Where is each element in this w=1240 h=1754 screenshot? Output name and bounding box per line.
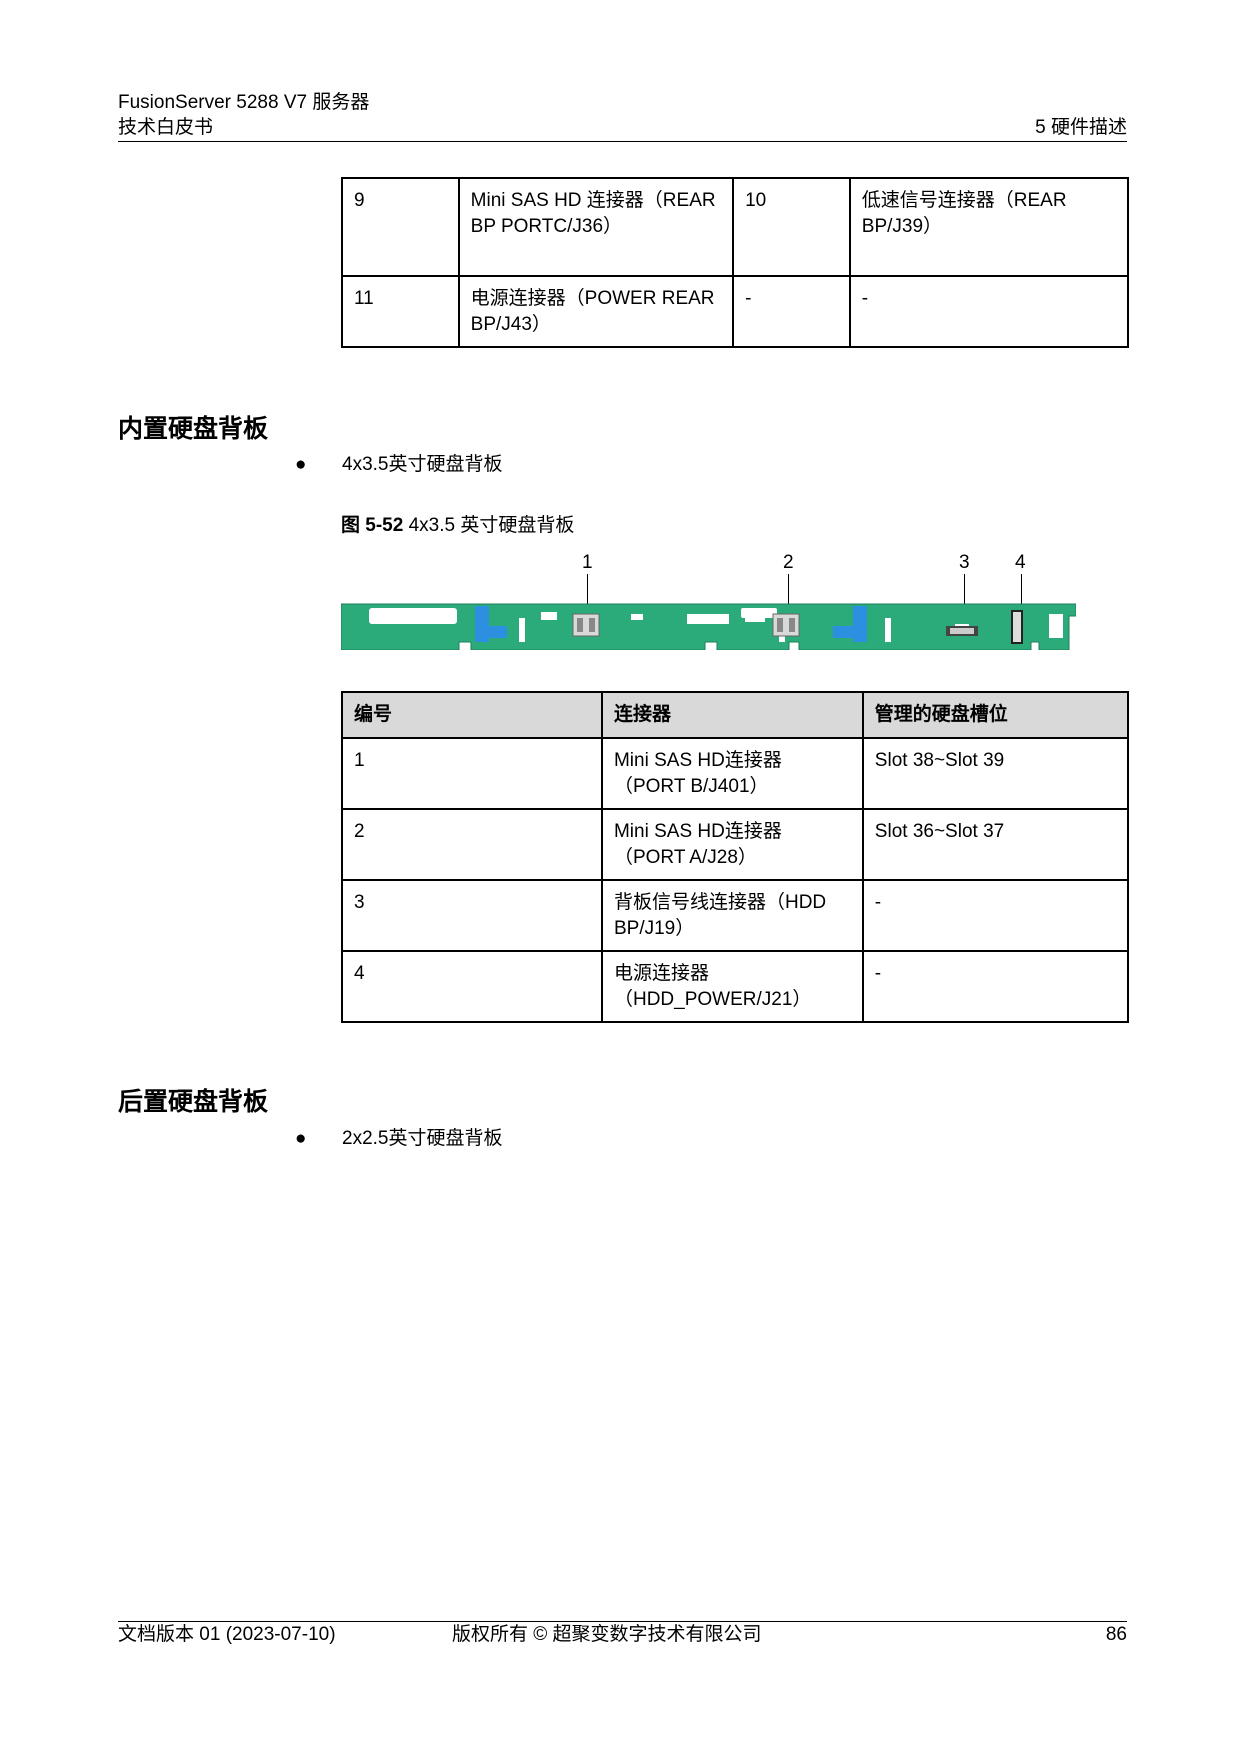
doc-type: 技术白皮书 [118, 117, 214, 138]
table-cell: 4 [341, 950, 603, 1023]
page-header-left: FusionServer 5288 V7 服务器 技术白皮书 [118, 90, 369, 140]
table-header-row: 编号 连接器 管理的硬盘槽位 [341, 691, 1130, 739]
table-row: 4 电源连接器（HDD_POWER/J21） - [341, 950, 1130, 1023]
callout-line [587, 574, 588, 615]
column-header-connector: 连接器 [600, 691, 864, 739]
table-cell: - [861, 950, 1130, 1023]
chapter-title: 5 硬件描述 [1035, 117, 1127, 138]
section-heading-internal: 内置硬盘背板 [118, 415, 269, 443]
bullet-dot-icon: ● [295, 454, 307, 475]
table-row: 1 Mini SAS HD连接器（PORT B/J401） Slot 38~Sl… [341, 737, 1130, 810]
bullet-text: 2x2.5英寸硬盘背板 [342, 1128, 503, 1149]
doc-version: 文档版本 01 (2023-07-10) [118, 1624, 336, 1645]
table-row: 9 Mini SAS HD 连接器（REAR BP PORTC/J36） 10 … [341, 177, 1130, 277]
table-row: 3 背板信号线连接器（HDD BP/J19） - [341, 879, 1130, 952]
table-cell: 背板信号线连接器（HDD BP/J19） [600, 879, 864, 952]
table-cell: - [861, 879, 1130, 952]
figure-title: 4x3.5 英寸硬盘背板 [408, 515, 575, 536]
table-cell: 2 [341, 808, 603, 881]
table-cell: 3 [341, 879, 603, 952]
table-cell: 11 [341, 275, 460, 348]
connector-table-continued: 9 Mini SAS HD 连接器（REAR BP PORTC/J36） 10 … [341, 177, 1130, 348]
bullet-text: 4x3.5英寸硬盘背板 [342, 454, 503, 475]
table-cell: Slot 36~Slot 37 [861, 808, 1130, 881]
column-header-slots: 管理的硬盘槽位 [861, 691, 1130, 739]
copyright: 版权所有 © 超聚变数字技术有限公司 [452, 1624, 762, 1645]
callout-4: 4 [1015, 552, 1026, 573]
bullet-item: ● 4x3.5英寸硬盘背板 [295, 452, 502, 478]
backplane-board-illustration [341, 603, 1076, 650]
callout-3: 3 [959, 552, 970, 573]
table-cell: - [732, 275, 851, 348]
table-cell: Slot 38~Slot 39 [861, 737, 1130, 810]
section-heading-rear: 后置硬盘背板 [118, 1088, 269, 1116]
table-cell: Mini SAS HD 连接器（REAR BP PORTC/J36） [457, 177, 735, 277]
figure-caption: 图 5-52 4x3.5 英寸硬盘背板 [341, 513, 574, 539]
callout-line [788, 574, 789, 615]
callout-line [964, 574, 965, 622]
footer-divider [118, 1621, 1127, 1622]
callout-2: 2 [783, 552, 794, 573]
header-divider [118, 141, 1127, 142]
table-cell: Mini SAS HD连接器（PORT B/J401） [600, 737, 864, 810]
table-cell: 电源连接器（POWER REAR BP/J43） [457, 275, 735, 348]
table-cell: 1 [341, 737, 603, 810]
bullet-item: ● 2x2.5英寸硬盘背板 [295, 1126, 502, 1152]
column-header-number: 编号 [341, 691, 603, 739]
callout-line [1021, 574, 1022, 610]
product-name: FusionServer 5288 V7 服务器 [118, 92, 370, 113]
table-cell: Mini SAS HD连接器（PORT A/J28） [600, 808, 864, 881]
table-row: 11 电源连接器（POWER REAR BP/J43） - - [341, 275, 1130, 348]
backplane-connector-table: 编号 连接器 管理的硬盘槽位 1 Mini SAS HD连接器（PORT B/J… [341, 691, 1130, 1023]
figure-label: 图 5-52 [341, 515, 404, 536]
table-cell: - [848, 275, 1130, 348]
table-cell: 电源连接器（HDD_POWER/J21） [600, 950, 864, 1023]
table-cell: 9 [341, 177, 460, 277]
callout-1: 1 [582, 552, 593, 573]
table-cell: 10 [732, 177, 851, 277]
page-number: 86 [1105, 1624, 1127, 1645]
bullet-dot-icon: ● [295, 1128, 307, 1149]
table-row: 2 Mini SAS HD连接器（PORT A/J28） Slot 36~Slo… [341, 808, 1130, 881]
table-cell: 低速信号连接器（REAR BP/J39） [848, 177, 1130, 277]
